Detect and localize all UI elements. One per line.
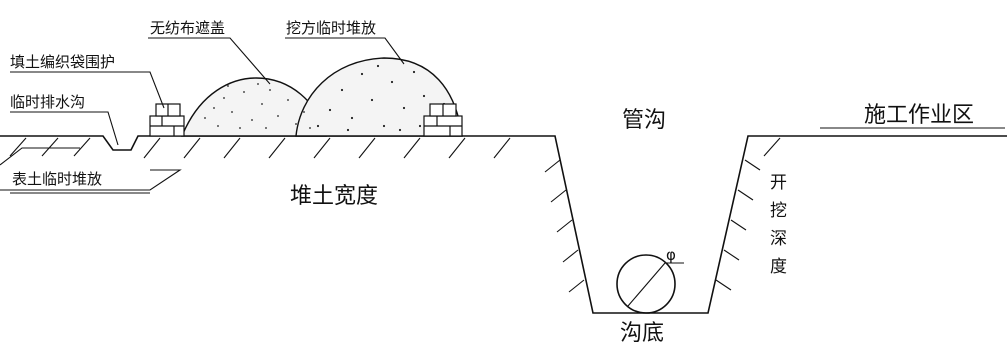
label-nonwoven-cover: 无纺布遮盖 [150, 19, 225, 37]
label-excavation-depth: 开 挖 深 度 [770, 173, 787, 277]
label-pipe-trench: 管沟 [622, 108, 666, 133]
ground-line [0, 135, 1007, 314]
label-excavated-soil: 挖方临时堆放 [286, 19, 376, 37]
leader-lines [10, 37, 1005, 194]
depth-char-4: 度 [770, 257, 787, 277]
label-drain-ditch: 临时排水沟 [10, 93, 85, 111]
pipe-diameter-label: φ [666, 246, 676, 264]
sandbag-wall-right [423, 103, 463, 137]
label-pile-width: 堆土宽度 [290, 184, 378, 209]
depth-char-1: 开 [770, 173, 787, 193]
label-trench-bottom: 沟底 [620, 321, 664, 346]
soil-speckles [204, 64, 454, 132]
ground-hatching [9, 137, 781, 293]
label-soil-bag-wall: 填土编织袋围护 [10, 53, 115, 71]
depth-char-2: 挖 [770, 201, 787, 221]
pipe-diameter-line [627, 262, 666, 307]
sandbag-wall-left [149, 103, 185, 137]
pipe [616, 254, 676, 314]
topsoil-pile-outline [0, 147, 182, 191]
label-topsoil: 表土临时堆放 [12, 170, 102, 188]
depth-char-3: 深 [770, 229, 787, 249]
label-work-area: 施工作业区 [864, 103, 974, 128]
